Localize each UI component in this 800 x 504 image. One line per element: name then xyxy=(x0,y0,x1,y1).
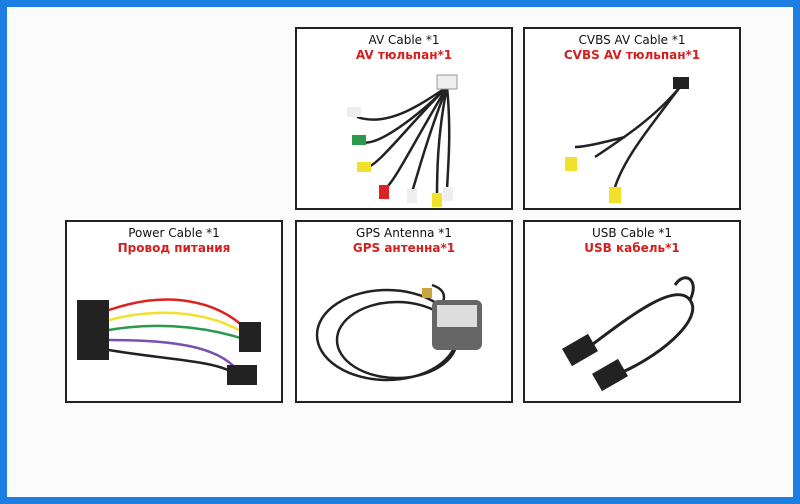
usb-cable-card: USB Cable *1 USB кабель*1 xyxy=(523,220,741,403)
card-title-ru: GPS антенна*1 xyxy=(352,241,456,255)
cvbs-av-cable-card: CVBS AV Cable *1 CVBS AV тюльпан*1 xyxy=(523,27,741,210)
card-title-ru: USB кабель*1 xyxy=(584,241,680,255)
card-title: Power Cable *1 xyxy=(128,226,220,240)
card-title: GPS Antenna *1 xyxy=(356,226,452,240)
card-title-ru: CVBS AV тюльпан*1 xyxy=(563,48,701,62)
card-title-ru: AV тюльпан*1 xyxy=(355,48,453,62)
gps-antenna-card: GPS Antenna *1 GPS антенна*1 xyxy=(295,220,513,403)
power-cable-card: Power Cable *1 Провод питания xyxy=(65,220,283,403)
card-title: USB Cable *1 xyxy=(592,226,672,240)
card-title: CVBS AV Cable *1 xyxy=(578,33,686,47)
av-cable-image xyxy=(347,74,458,207)
usb-cable-image xyxy=(562,276,695,392)
gps-antenna-image xyxy=(315,283,482,382)
cvbs-cable-image xyxy=(565,77,689,203)
av-cable-card: AV Cable *1 AV тюльпан*1 xyxy=(295,27,513,210)
power-cable-image xyxy=(77,298,261,385)
card-title-ru: Провод питания xyxy=(117,241,231,255)
card-title: AV Cable *1 xyxy=(368,33,440,47)
